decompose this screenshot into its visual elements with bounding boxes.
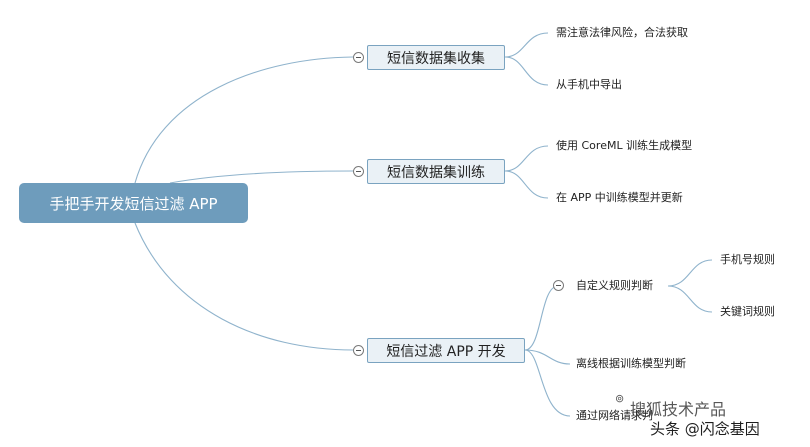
leaf-phone-rule[interactable]: 手机号规则: [720, 253, 775, 266]
edge-custom-phone: [667, 259, 713, 287]
collapse-toggle-dev[interactable]: [353, 345, 364, 356]
edge-root-dev: [134, 222, 354, 351]
leaf-coreml[interactable]: 使用 CoreML 训练生成模型: [556, 139, 693, 152]
leaf-legal-risk[interactable]: 需注意法律风险，合法获取: [556, 26, 688, 39]
edge-collection-leaf2: [504, 56, 549, 86]
watermark-line2: 头条 @闪念基因: [650, 420, 760, 438]
edge-dev-network: [524, 349, 571, 417]
leaf-keyword-rule[interactable]: 关键词规则: [720, 305, 775, 318]
edge-dev-custom: [524, 285, 559, 351]
watermark-logo-icon: ⊚: [615, 393, 625, 405]
collapse-toggle-custom-rules[interactable]: [553, 280, 564, 291]
edge-collection-leaf1: [504, 32, 549, 58]
edge-training-leaf1: [504, 145, 549, 172]
leaf-offline-model[interactable]: 离线根据训练模型判断: [576, 357, 686, 370]
leaf-export-phone[interactable]: 从手机中导出: [556, 78, 622, 91]
edge-training-leaf2: [504, 170, 549, 199]
edge-dev-offline: [524, 349, 571, 365]
leaf-network-request[interactable]: 通过网络请求判: [576, 409, 653, 422]
subtopic-custom-rules[interactable]: 自定义规则判断: [576, 279, 653, 292]
collapse-toggle-training[interactable]: [353, 166, 364, 177]
leaf-train-in-app[interactable]: 在 APP 中训练模型并更新: [556, 191, 683, 204]
watermark-line1: 搜狐技术产品: [630, 400, 727, 419]
topic-app-dev[interactable]: 短信过滤 APP 开发: [367, 338, 525, 363]
collapse-toggle-collection[interactable]: [353, 52, 364, 63]
topic-training[interactable]: 短信数据集训练: [367, 159, 505, 184]
root-topic[interactable]: 手把手开发短信过滤 APP: [19, 183, 248, 223]
edge-custom-keyword: [667, 285, 713, 313]
edge-root-collection: [134, 56, 354, 184]
edge-root-training: [169, 170, 354, 184]
topic-collection[interactable]: 短信数据集收集: [367, 45, 505, 70]
